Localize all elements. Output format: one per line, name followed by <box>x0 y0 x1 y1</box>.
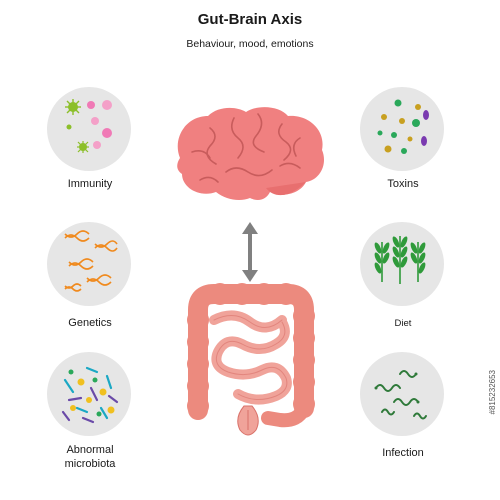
abnormal-microbiota-circle <box>47 352 131 436</box>
immunity-label: Immunity <box>67 178 113 190</box>
toxin-particles-icon <box>377 99 429 154</box>
wheat-icon <box>374 236 426 284</box>
double-arrow-icon <box>242 222 258 282</box>
abnormal-microbiota-label: Abnormal microbiota <box>64 444 116 470</box>
immunity-circle <box>47 87 131 171</box>
immune-cells-icon <box>65 99 112 153</box>
infection-circle <box>360 352 444 436</box>
spirochete-bacteria-icon <box>374 370 427 420</box>
bacteria-mix-icon <box>61 366 119 424</box>
genetics-circle <box>47 222 131 306</box>
genetics-label: Genetics <box>68 317 112 329</box>
diagram-title: Gut-Brain Axis <box>197 11 303 28</box>
dna-icon <box>64 230 118 292</box>
stock-image-id: #815232653 <box>488 370 497 415</box>
toxins-label: Toxins <box>387 178 419 190</box>
diet-circle <box>360 222 444 306</box>
intestine-icon <box>187 283 315 436</box>
diet-label: Diet <box>394 318 412 329</box>
infection-label: Infection <box>382 447 424 459</box>
brain-icon <box>177 107 325 200</box>
diagram-subtitle: Behaviour, mood, emotions <box>186 38 314 50</box>
toxins-circle <box>360 87 444 171</box>
